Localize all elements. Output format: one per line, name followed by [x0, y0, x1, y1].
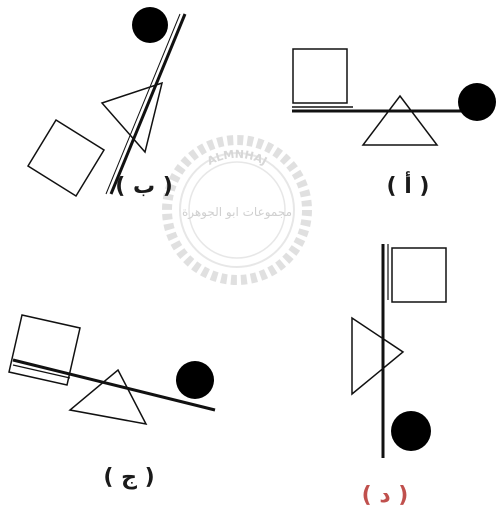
ball-weight — [132, 7, 168, 43]
lever-beam — [109, 13, 187, 195]
square-weight — [8, 314, 81, 386]
square-weight — [391, 247, 447, 303]
lever-beam-edge — [105, 13, 181, 195]
panel-b-label: ( ب ) — [115, 174, 173, 199]
panel-b: ( ب ) — [26, 7, 187, 199]
ball-weight — [391, 411, 431, 451]
panel-c-label: ( ج ) — [103, 465, 154, 490]
panel-a: ( أ ) — [292, 48, 496, 199]
triangle-fulcrum — [68, 368, 148, 426]
watermark-stamp: ALMNHAJ مجموعات ابو الجوهرة — [162, 135, 312, 285]
watermark-top-text: ALMNHAJ — [205, 148, 269, 168]
watermark-sub-text: مجموعات ابو الجوهرة — [182, 205, 292, 220]
square-weight — [292, 48, 348, 104]
panel-a-label: ( أ ) — [387, 170, 430, 199]
panel-d-label: ( د ) — [362, 483, 409, 508]
square-weight — [26, 118, 106, 198]
panel-c: ( ج ) — [8, 314, 216, 490]
ball-weight — [458, 83, 496, 121]
triangle-fulcrum — [351, 316, 405, 396]
triangle-fulcrum — [100, 81, 164, 154]
lever-beam — [12, 358, 216, 412]
triangle-fulcrum — [361, 94, 439, 146]
lever-beam-edge — [12, 364, 71, 379]
ball-weight — [176, 361, 214, 399]
panel-d: ( د ) — [351, 244, 447, 508]
